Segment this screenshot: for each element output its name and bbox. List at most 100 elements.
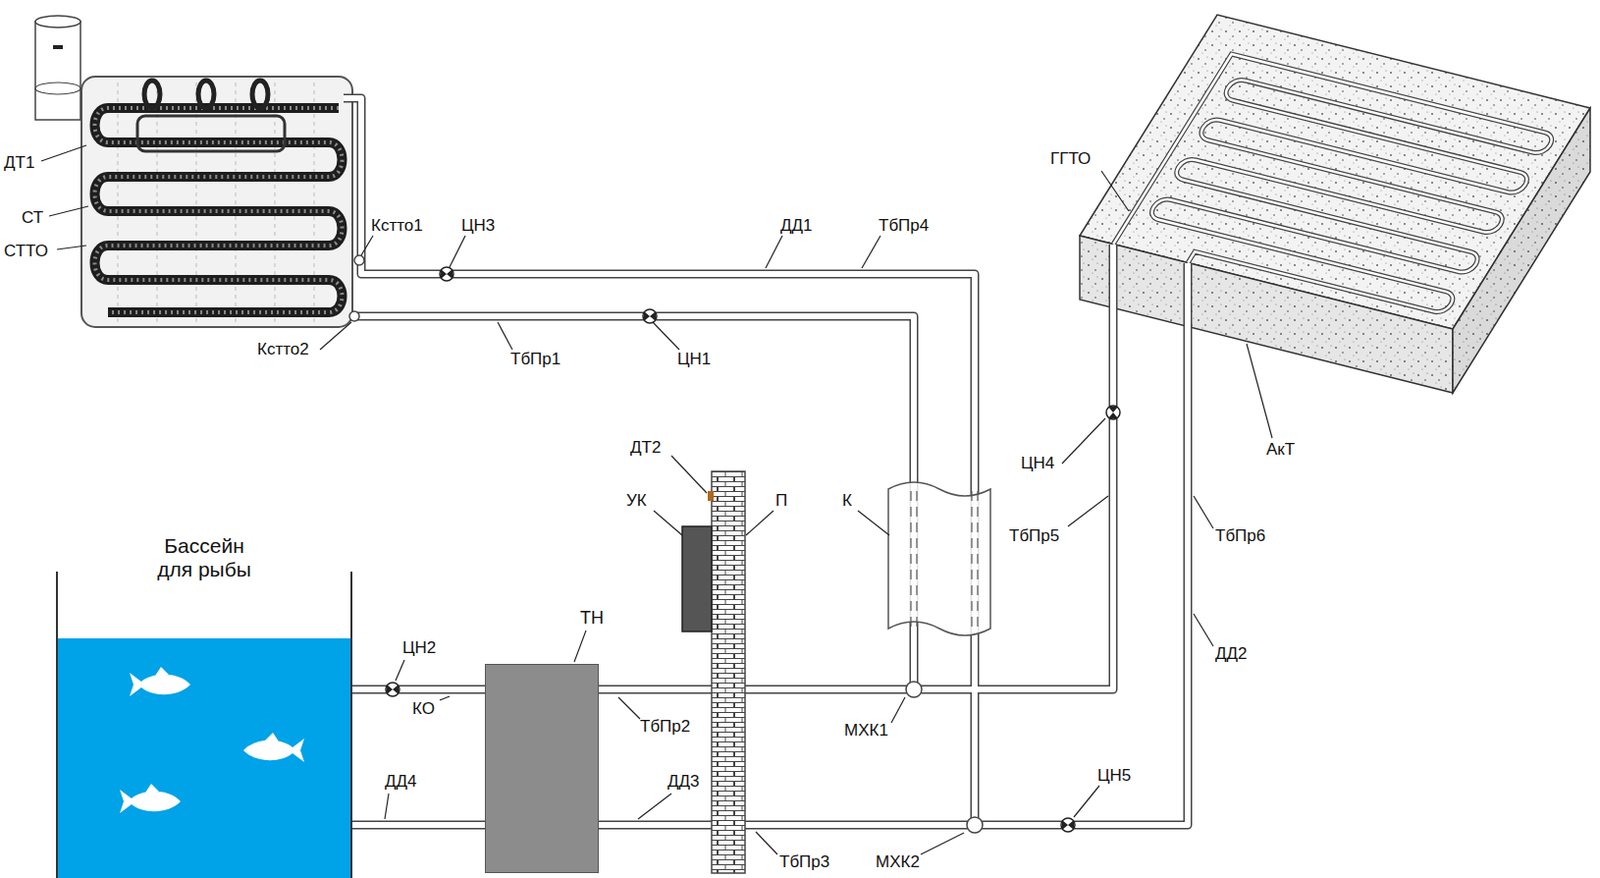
- pump-body: [1061, 817, 1075, 832]
- leader-line: [861, 235, 881, 268]
- ground-front: [1079, 235, 1453, 393]
- leader-line: [439, 695, 450, 700]
- part-label: ДД3: [667, 771, 699, 792]
- leader-line: [1062, 418, 1106, 464]
- part-label: ТбПр1: [510, 349, 561, 370]
- part-label: ДД1: [780, 215, 812, 236]
- leader-line: [755, 831, 778, 854]
- node-title: ТН: [580, 607, 604, 628]
- part-label: ГГТО: [1050, 149, 1091, 169]
- collector-grid: [117, 82, 315, 322]
- leader-line: [765, 235, 783, 268]
- pipe-bore: [352, 686, 485, 693]
- pipe-outline: [598, 263, 1188, 825]
- tank-mark: [53, 45, 63, 50]
- leader-line: [652, 321, 680, 350]
- leader-line: [618, 696, 640, 719]
- part-label: ЦН1: [677, 349, 711, 370]
- leader-line: [49, 206, 89, 216]
- part-label: ЦН2: [402, 638, 436, 658]
- fish-pool: Бассейн для рыбы: [55, 530, 353, 878]
- part-label: ДТ1: [3, 153, 35, 173]
- pool-shape: [55, 530, 353, 878]
- pool-water: [55, 638, 353, 878]
- pump-mark: [1062, 819, 1074, 830]
- control-unit: [682, 526, 712, 632]
- fitting: [349, 311, 360, 321]
- pipe-outline: [352, 685, 485, 694]
- part-label: КО: [412, 698, 435, 719]
- part-label: АкТ: [1266, 439, 1295, 460]
- ground-coil-outer: [1113, 53, 1556, 325]
- leader-line: [891, 696, 906, 723]
- ground-front-shade: [1079, 235, 1453, 393]
- pump-symbol: [642, 309, 657, 323]
- pump-mark: [386, 684, 399, 694]
- heat-pump-box: ТН: [484, 663, 599, 873]
- leader-line: [671, 455, 707, 493]
- pipe-outline: [598, 244, 1114, 690]
- pipe-outline: [352, 820, 485, 830]
- collector-k-pipes: [910, 490, 978, 629]
- pump-body: [642, 309, 657, 323]
- brick-wall: [711, 471, 746, 873]
- leader-line: [920, 832, 964, 854]
- temp-sensor: [707, 490, 714, 501]
- mixing-valve: [906, 681, 922, 697]
- leader-line: [41, 145, 87, 161]
- tank-ring: [35, 82, 81, 95]
- pump-symbol: [1061, 817, 1075, 832]
- leader-line: [746, 510, 774, 535]
- part-label: П: [775, 490, 788, 511]
- part-label: ТбПр4: [878, 215, 929, 236]
- mixing-valve: [966, 816, 983, 833]
- fitting: [354, 255, 365, 266]
- part-label: ЦН5: [1097, 765, 1131, 786]
- pipe-connector: [352, 689, 485, 691]
- part-label: ТбПр6: [1215, 526, 1266, 546]
- pump-symbol: [1106, 405, 1120, 420]
- collector-frame: [81, 76, 353, 327]
- leader-line: [56, 245, 87, 250]
- pump-mark: [1108, 406, 1119, 419]
- part-label: СТ: [21, 208, 44, 228]
- part-label: МХК1: [844, 720, 889, 741]
- collector-coil: [144, 80, 160, 108]
- collector-coil: [198, 80, 214, 108]
- leader-line: [497, 321, 513, 350]
- collector-tube: [95, 107, 343, 313]
- leader-line: [1193, 613, 1214, 646]
- part-label: Кстто2: [257, 339, 310, 360]
- pump-mark: [440, 268, 453, 279]
- leader-line: [1193, 495, 1214, 529]
- collector-coil: [252, 80, 268, 108]
- pump-body: [1106, 405, 1120, 420]
- pump-body: [439, 266, 454, 281]
- collector-tube-beads: [95, 107, 343, 313]
- collector-k: [888, 481, 991, 636]
- fish-icon: [243, 732, 305, 762]
- pipe-bore: [352, 316, 914, 690]
- pipe-bore: [343, 98, 975, 825]
- leader-line: [1101, 170, 1129, 212]
- leader-line: [653, 510, 683, 535]
- pipe-connector: [352, 824, 485, 826]
- part-label: ТбПр5: [1009, 526, 1060, 546]
- fish-icon: [119, 783, 181, 813]
- pump-body: [385, 682, 400, 696]
- leader-line: [395, 659, 405, 681]
- ground-coil-inner: [1113, 53, 1556, 325]
- pipe-outline: [352, 316, 914, 690]
- fish-icon: [129, 666, 191, 696]
- part-label: ЦН4: [1020, 453, 1055, 474]
- pipe-bore: [598, 263, 1188, 825]
- pump-symbol: [385, 682, 400, 696]
- part-label: УК: [626, 490, 647, 511]
- part-label: ЦН3: [461, 215, 495, 236]
- node-title: Бассейн для рыбы: [153, 533, 257, 582]
- leader-line: [384, 793, 389, 819]
- leader-line: [857, 510, 890, 535]
- part-label: ДТ2: [630, 437, 661, 458]
- part-label: ТбПр3: [779, 852, 830, 872]
- leader-line: [1067, 495, 1109, 527]
